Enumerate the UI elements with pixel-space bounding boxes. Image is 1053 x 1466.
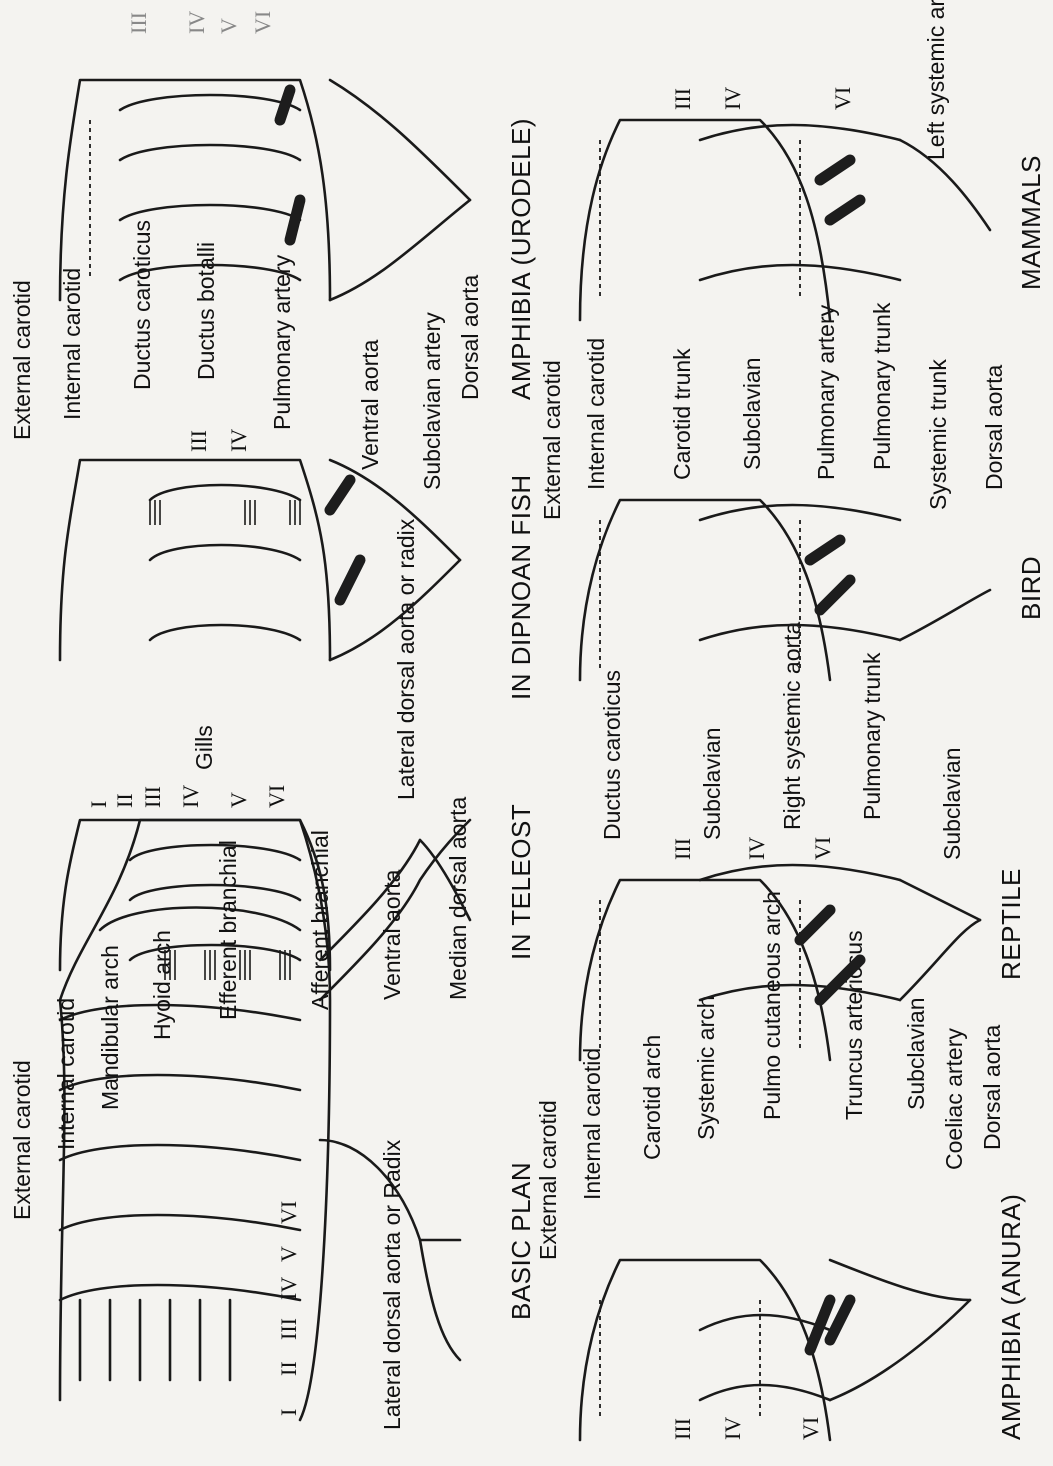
dipnoan-gill-icons <box>150 500 300 525</box>
anura-label-coeliac-artery: Coeliac artery <box>941 1028 967 1170</box>
dipnoan-label-subclavian-artery: Subclavian artery <box>419 312 445 490</box>
mammals-arch-VI: VI <box>830 87 855 110</box>
basic-plan-label-ventral-aorta: Ventral aorta <box>379 869 405 1000</box>
anura-label-dorsal-aorta: Dorsal aorta <box>979 1025 1005 1150</box>
teleost-arch-III: III <box>140 786 165 808</box>
bird-label-pulmonary-artery: Pulmonary artery <box>813 304 839 480</box>
anura-label-internal-carotid: Internal carotid <box>579 1048 605 1200</box>
dipnoan-caption: IN DIPNOAN FISH <box>506 474 536 700</box>
bird-label-carotid-trunk: Carotid trunk <box>669 348 695 480</box>
reptile-label-subclavian-lower: Subclavian <box>939 747 965 860</box>
dipnoan-arch-III: III <box>186 430 211 452</box>
urodele-arch-IV: IV <box>184 11 209 34</box>
basic-plan-arch-IV: IV <box>276 1277 301 1300</box>
reptile-arch-III: III <box>670 838 695 860</box>
teleost-arch-VI: VI <box>264 785 289 808</box>
teleost-arch-V: V <box>226 792 251 808</box>
basic-plan-arch-III: III <box>276 1318 301 1340</box>
mammals-arch-IV: IV <box>720 87 745 110</box>
basic-plan-caption: BASIC PLAN <box>506 1162 536 1320</box>
anura-label-carotid-arch: Carotid arch <box>639 1035 665 1160</box>
reptile-label-ductus-caroticus: Ductus caroticus <box>599 670 625 840</box>
urodele-caption: AMPHIBIA (URODELE) <box>506 118 536 400</box>
basic-plan-arch-I: I <box>276 1409 301 1416</box>
panel-teleost: IN TELEOST I II III IV V VI Gills Latera… <box>60 518 536 980</box>
basic-plan-arch-V: V <box>276 1246 301 1262</box>
mammals-caption: MAMMALS <box>1016 155 1046 290</box>
teleost-label-lateral-dorsal-aorta: Lateral dorsal aorta or radix <box>393 518 419 800</box>
reptile-arch-VI: VI <box>810 837 835 860</box>
teleost-arch-I: I <box>86 801 111 808</box>
dipnoan-label-ventral-aorta: Ventral aorta <box>357 339 383 470</box>
anura-label-subclavian: Subclavian <box>903 997 929 1110</box>
anura-arch-IV: IV <box>720 1417 745 1440</box>
bird-label-systemic-trunk: Systemic trunk <box>925 359 951 510</box>
anura-label-pulmo-cutaneous-arch: Pulmo cutaneous arch <box>759 891 785 1120</box>
basic-plan-label-efferent-branchial: Efferent branchial <box>215 840 241 1020</box>
urodele-arch-III: III <box>126 12 151 34</box>
panel-anura: AMPHIBIA (ANURA) III IV VI External caro… <box>535 891 1026 1440</box>
dipnoan-label-ductus-caroticus: Ductus caroticus <box>129 220 155 390</box>
dipnoan-label-dorsal-aorta: Dorsal aorta <box>457 275 483 400</box>
bird-label-external-carotid: External carotid <box>539 360 565 520</box>
panel-dipnoan: IN DIPNOAN FISH III IV External carotid … <box>9 220 536 700</box>
panel-reptile: REPTILE III IV VI Ductus caroticus Subcl… <box>580 621 1026 1060</box>
basic-plan-arch-II: II <box>276 1361 301 1376</box>
bird-caption: BIRD <box>1016 556 1046 620</box>
reptile-caption: REPTILE <box>996 868 1026 980</box>
anura-label-external-carotid: External carotid <box>535 1100 561 1260</box>
teleost-label-gills: Gills <box>191 725 217 770</box>
urodele-arch-VI: VI <box>250 11 275 34</box>
mammals-label-left-systemic-aorta: Left systemic arota <box>923 0 949 160</box>
dipnoan-label-external-carotid: External carotid <box>9 280 35 440</box>
mammals-arch-III: III <box>670 88 695 110</box>
anura-label-systemic-arch: Systemic arch <box>693 996 719 1140</box>
anura-arch-VI: VI <box>798 1417 823 1440</box>
reptile-label-pulmonary-trunk: Pulmonary trunk <box>859 652 885 820</box>
dipnoan-label-internal-carotid: Internal carotid <box>59 268 85 420</box>
reptile-arch-IV: IV <box>744 837 769 860</box>
urodele-arch-V: V <box>216 18 241 34</box>
basic-plan-label-mandibular-arch: Mandibular arch <box>97 945 123 1110</box>
dipnoan-arch-IV: IV <box>226 429 251 452</box>
reptile-label-right-systemic-aorta: Right systemic aorta <box>779 621 805 830</box>
anura-caption: AMPHIBIA (ANURA) <box>996 1194 1026 1440</box>
anura-arch-III: III <box>670 1418 695 1440</box>
bird-label-dorsal-aorta: Dorsal aorta <box>981 365 1007 490</box>
dipnoan-label-pulmonary-artery: Pulmonary artery <box>269 254 295 430</box>
bird-label-internal-carotid: Internal carotid <box>583 338 609 490</box>
basic-plan-label-internal-carotid: Internal carotid <box>53 998 79 1150</box>
panel-mammals: MAMMALS III IV VI Left systemic arota <box>580 0 1046 320</box>
teleost-arch-II: II <box>112 793 137 808</box>
basic-plan-vessels <box>60 820 470 1420</box>
basic-plan-label-lateral-dorsal-aorta: Lateral dorsal aorta or Radix <box>379 1139 405 1430</box>
dipnoan-label-ductus-botalli: Ductus botalli <box>193 242 219 380</box>
bird-label-subclavian: Subclavian <box>739 357 765 470</box>
basic-plan-arch-VI: VI <box>276 1201 301 1224</box>
bird-label-pulmonary-trunk: Pulmonary trunk <box>869 302 895 470</box>
anura-vessels <box>580 1260 970 1440</box>
urodele-vessels <box>60 80 470 300</box>
teleost-arch-IV: IV <box>178 785 203 808</box>
teleost-caption: IN TELEOST <box>506 804 536 960</box>
reptile-label-subclavian-upper: Subclavian <box>699 727 725 840</box>
basic-plan-label-external-carotid: External carotid <box>9 1060 35 1220</box>
